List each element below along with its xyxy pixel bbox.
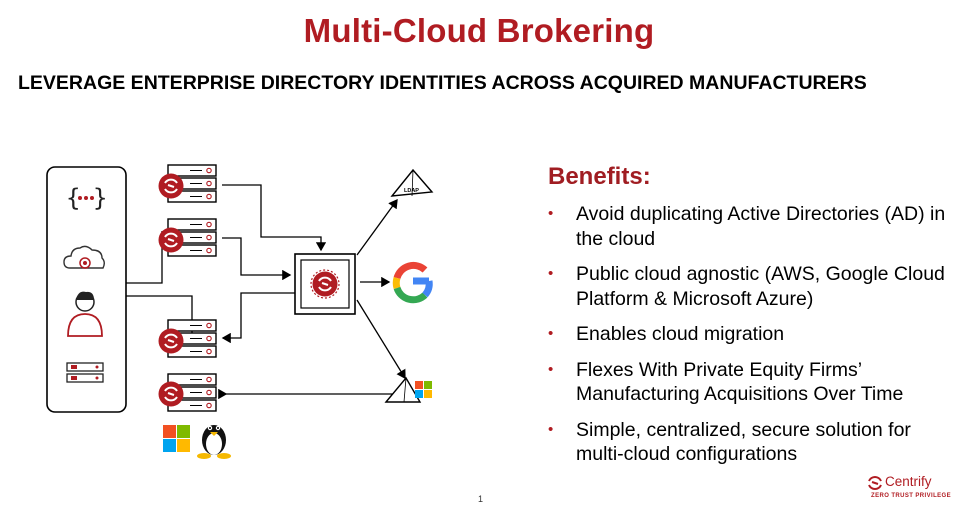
benefit-text: Enables cloud migration — [576, 323, 785, 345]
slide-title: Multi-Cloud Brokering — [303, 12, 655, 49]
benefit-text: Public cloud agnostic (AWS, Google Cloud… — [576, 263, 945, 310]
bullet-marker: • — [548, 325, 554, 342]
list-item: • Enables cloud migration — [548, 322, 953, 347]
user-icon — [67, 291, 103, 337]
bullet-marker: • — [548, 360, 554, 378]
list-item: • Simple, centralized, secure solution fo… — [548, 418, 953, 467]
ldap-label: LDAP — [404, 188, 419, 194]
rack-server-icon — [66, 362, 104, 383]
benefit-text: Flexes With Private Equity Firms’ Manufa… — [576, 358, 904, 406]
centrify-badge — [157, 226, 185, 254]
bullet-marker: • — [548, 265, 554, 282]
centrify-hub — [294, 253, 356, 315]
target-arrows — [356, 198, 406, 380]
page-number: 1 — [478, 494, 484, 504]
centrify-badge — [157, 327, 185, 355]
slide-subtitle: LEVERAGE ENTERPRISE DIRECTORY IDENTITIES… — [18, 72, 867, 94]
ldap-directory-icon: LDAP — [390, 168, 434, 197]
hub-connection-arrows — [218, 184, 415, 400]
benefit-text: Simple, centralized, secure solution for… — [576, 418, 911, 466]
centrify-logo-mark-icon — [868, 476, 882, 490]
benefits-heading: Benefits: — [548, 163, 651, 190]
logo-tagline: ZERO TRUST PRIVILEGE — [871, 493, 952, 499]
architecture-diagram: { } — [46, 164, 434, 459]
svg-text:}: } — [93, 184, 107, 212]
google-g-icon — [392, 261, 433, 304]
list-item: • Public cloud agnostic (AWS, Google Clou… — [548, 262, 953, 311]
centrify-shield-icon — [310, 269, 340, 299]
centrify-badge — [157, 172, 185, 200]
microsoft-logo-icon — [163, 425, 190, 452]
list-item: • Flexes With Private Equity Firms’ Manuf… — [548, 358, 953, 407]
bullet-marker: • — [548, 420, 554, 438]
svg-text:{: { — [66, 184, 80, 212]
code-braces-icon: { } — [66, 184, 107, 212]
logo-wordmark: Centrify — [885, 474, 932, 489]
benefits-list: • Avoid duplicating Active Directories (A… — [548, 202, 953, 478]
cloud-gear-icon — [63, 245, 105, 269]
centrify-badge — [157, 380, 185, 408]
list-item: • Avoid duplicating Active Directories (A… — [548, 202, 953, 251]
azure-directory-icon — [384, 376, 432, 403]
bullet-marker: • — [548, 205, 554, 222]
identity-sources-panel — [46, 166, 127, 413]
centrify-logo: Centrify ZERO TRUST PRIVILEGE — [866, 474, 951, 506]
linux-penguin-icon — [197, 425, 231, 459]
benefit-text: Avoid duplicating Active Directories (AD… — [576, 203, 946, 250]
